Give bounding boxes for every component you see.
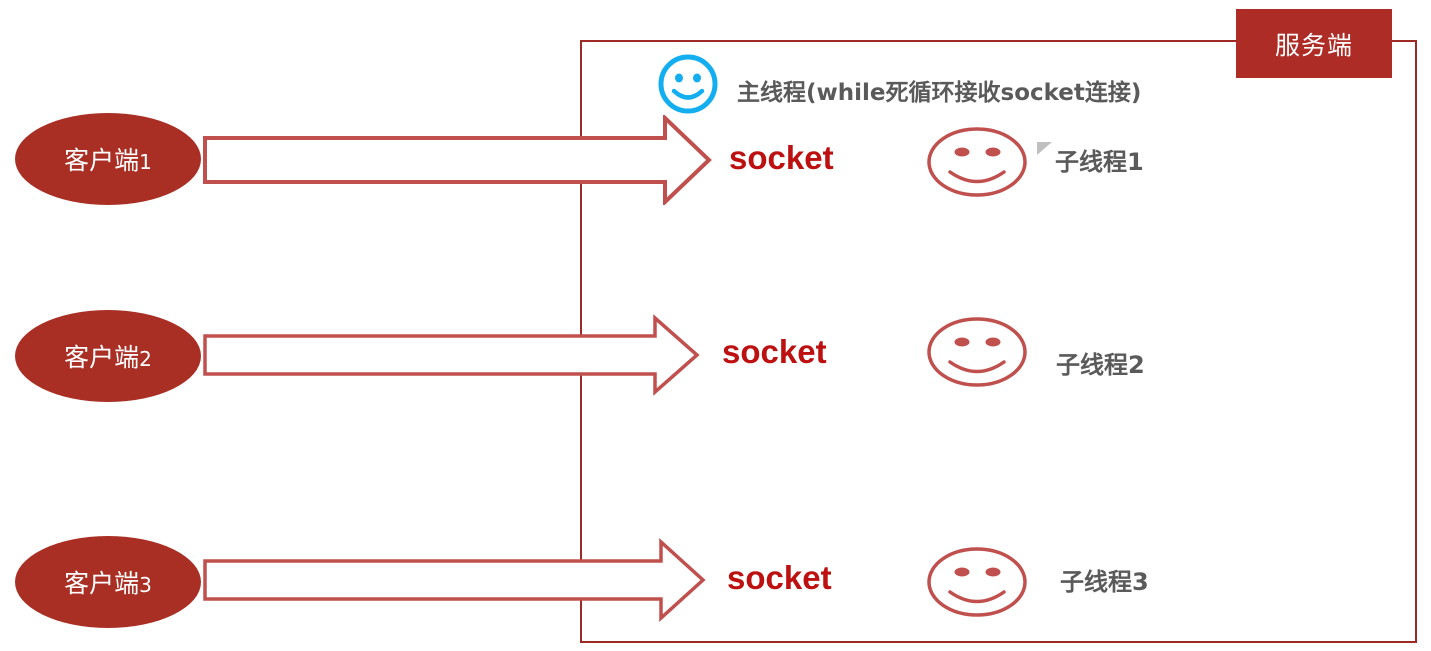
child-thread-smiley-icon-1 bbox=[925, 125, 1029, 204]
socket-label-1: socket bbox=[729, 139, 834, 176]
child-thread-label-3: 子线程3 bbox=[1060, 568, 1149, 596]
server-label-text: 服务端 bbox=[1274, 30, 1353, 60]
client-label-1: 客户端1 bbox=[64, 146, 152, 175]
socket-label-3: socket bbox=[727, 559, 832, 596]
child-thread-label-1: 子线程1 bbox=[1055, 148, 1144, 176]
pointer-triangle-icon bbox=[1037, 142, 1052, 155]
child-thread-smiley-icon-3 bbox=[925, 545, 1029, 624]
socket-label-2: socket bbox=[722, 333, 827, 370]
client-node-1[interactable]: 客户端1 bbox=[15, 113, 201, 205]
child-thread-smiley-icon-2 bbox=[925, 315, 1029, 394]
client-node-2[interactable]: 客户端2 bbox=[15, 310, 201, 402]
main-thread-label: 主线程(while死循环接收socket连接) bbox=[737, 80, 1142, 106]
client-label-3: 客户端3 bbox=[64, 569, 152, 598]
main-thread-smiley-icon bbox=[657, 53, 719, 120]
client-label-2: 客户端2 bbox=[64, 343, 152, 372]
server-label-chip: 服务端 bbox=[1236, 9, 1392, 78]
child-thread-label-2: 子线程2 bbox=[1056, 351, 1145, 379]
client-node-3[interactable]: 客户端3 bbox=[15, 536, 201, 628]
